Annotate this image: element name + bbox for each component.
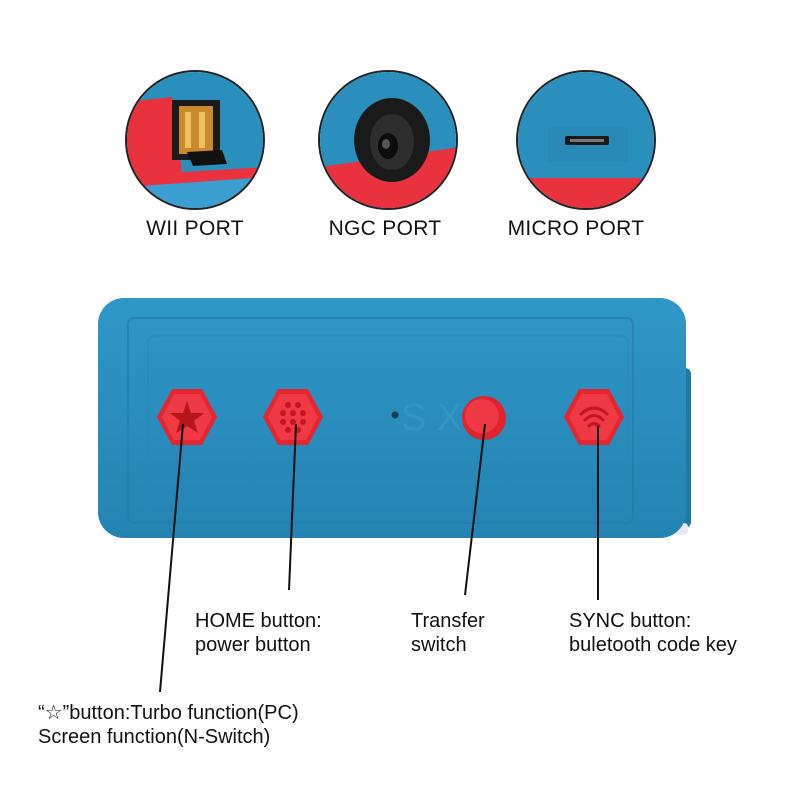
transfer-callout-line2: switch	[411, 634, 467, 656]
wii-port-image	[127, 72, 263, 208]
micro-port-image	[518, 72, 654, 208]
sync-callout-line1: SYNC button:	[569, 610, 692, 632]
home-callout-line2: power button	[195, 634, 311, 656]
turbo-callout-line2: Screen function(N-Switch)	[38, 726, 271, 748]
transfer-callout-line1: Transfer	[411, 610, 485, 632]
wii-port-label: WII PORT	[146, 217, 244, 240]
adapter-body: S X	[98, 298, 691, 538]
transfer-switch[interactable]	[460, 394, 508, 442]
sync-button[interactable]	[563, 386, 625, 448]
sync-callout: SYNC button: buletooth code key	[569, 609, 737, 657]
home-callout-line1: HOME button:	[195, 610, 322, 632]
sync-callout-line2: buletooth code key	[569, 634, 737, 656]
wii-port-closeup	[125, 70, 265, 210]
device-logo-text: S X	[401, 397, 462, 439]
transfer-callout: Transfer switch	[411, 609, 485, 657]
star-turbo-button[interactable]	[156, 386, 218, 448]
dots-icon	[280, 402, 306, 433]
micro-port-closeup	[516, 70, 656, 210]
micro-port-label: MICRO PORT	[507, 217, 645, 240]
home-callout-line	[288, 423, 297, 591]
turbo-callout: “☆”button:Turbo function(PC) Screen func…	[38, 701, 299, 749]
wireless-icon	[579, 406, 609, 428]
transfer-callout-line	[464, 423, 486, 596]
turbo-callout-line1: “☆”button:Turbo function(PC)	[38, 702, 299, 724]
ngc-port-label: NGC PORT	[328, 217, 442, 240]
star-icon	[170, 401, 204, 433]
ngc-port-image	[320, 72, 456, 208]
turbo-callout-line	[159, 423, 184, 693]
ngc-port-closeup	[318, 70, 458, 210]
home-callout: HOME button: power button	[195, 609, 322, 657]
adapter-device: S X	[98, 298, 698, 548]
home-button[interactable]	[262, 386, 324, 448]
